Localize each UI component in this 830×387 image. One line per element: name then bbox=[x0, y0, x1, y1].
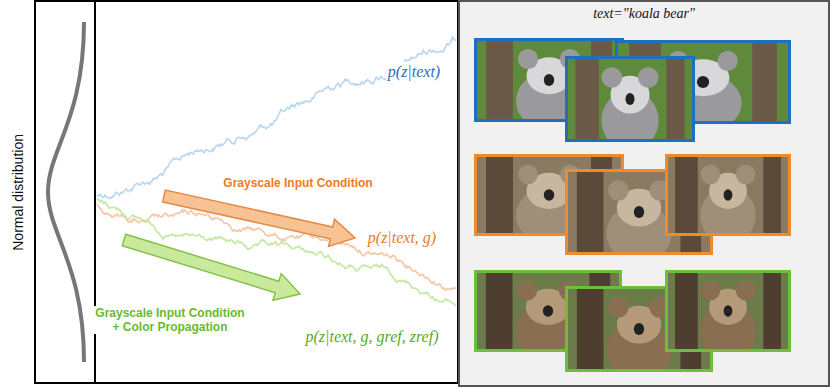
plot-frame bbox=[35, 1, 458, 383]
koala-photo bbox=[565, 56, 695, 142]
normal-curve bbox=[48, 22, 84, 362]
image-frame bbox=[667, 156, 790, 235]
condition-label: Grayscale Input Condition bbox=[221, 176, 374, 190]
koala-images bbox=[460, 2, 830, 387]
image-frame bbox=[667, 272, 790, 351]
distribution-label: p(z|text, g) bbox=[366, 228, 438, 247]
koala-photo bbox=[665, 270, 791, 352]
condition-arrow bbox=[163, 190, 355, 246]
distribution-label: p(z|text) bbox=[386, 62, 442, 81]
condition-arrow bbox=[122, 234, 300, 300]
condition-label: Grayscale Input Condition + Color Propag… bbox=[93, 306, 247, 335]
panel-heading: text="koala bear" bbox=[460, 2, 828, 22]
distribution-label: p(z|text, g, gref, zref) bbox=[304, 327, 441, 346]
trajectories bbox=[97, 37, 456, 306]
axis-label: Normal distribution bbox=[10, 132, 27, 253]
koala-photo bbox=[665, 154, 791, 236]
result-panel: text="koala bear" bbox=[458, 0, 830, 387]
image-frame bbox=[567, 58, 694, 141]
condition-arrows bbox=[122, 190, 355, 300]
noise-trajectory bbox=[97, 37, 456, 198]
